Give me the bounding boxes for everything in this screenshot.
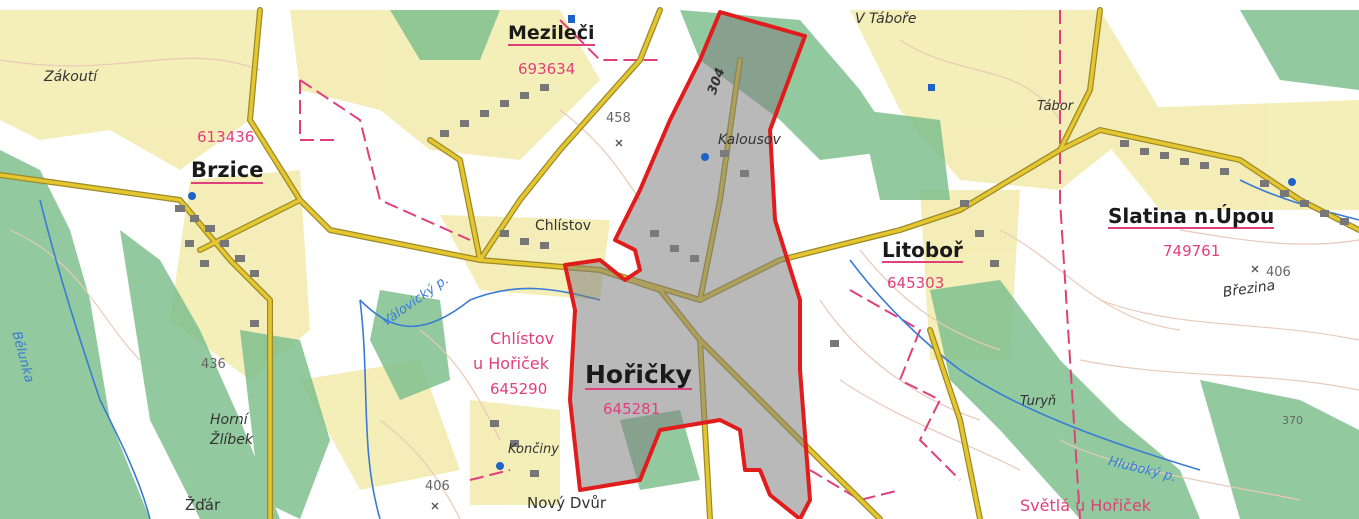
cadastre-name-svetla: Světlá u Hořiček xyxy=(1020,496,1152,515)
place-v-tabore: V Táboře xyxy=(855,11,917,27)
buildings-layer xyxy=(175,84,1349,477)
place-horni-zlibek-line2: Žlíbek xyxy=(210,432,253,448)
town-name-horicky: Hořičky xyxy=(585,360,692,390)
elevation-370: 370 xyxy=(1282,414,1303,427)
town-name-slatina: Slatina n.Úpou xyxy=(1108,204,1275,229)
cadastre-code-mezileci: 693634 xyxy=(518,60,576,78)
cadastre-code-litobor: 645303 xyxy=(887,274,945,292)
place-turyn: Turyň xyxy=(1020,394,1057,409)
cadastre-code-slatina: 749761 xyxy=(1163,242,1221,260)
point-markers xyxy=(188,15,1296,470)
contour-layer xyxy=(0,39,1359,519)
cadastre-code-brzice: 613436 xyxy=(197,128,255,146)
elevation-406-brezina: 406 xyxy=(1266,265,1291,280)
cadastre-name-chlistov-line2: u Hořiček xyxy=(473,354,549,373)
town-name-mezileci: Mezileči xyxy=(508,22,595,46)
place-tabor: Tábor xyxy=(1037,99,1074,114)
elevation-406-zdar: 406 xyxy=(425,479,450,494)
elevation-458: 458 xyxy=(606,111,631,126)
place-chlistov: Chlístov xyxy=(535,218,592,234)
elevation-436: 436 xyxy=(201,357,226,372)
cadastre-name-chlistov-line1: Chlístov xyxy=(490,329,555,348)
cadastre-code-horicky: 645281 xyxy=(603,400,661,418)
place-novy-dvur: Nový Dvůr xyxy=(527,494,607,512)
horicky-cadastre-highlight[interactable] xyxy=(563,10,812,519)
stream-layer xyxy=(39,179,1359,519)
cadastral-boundaries xyxy=(299,10,1081,519)
place-konciny: Končiny xyxy=(508,442,559,457)
summit-markers xyxy=(431,139,1259,510)
cadastre-code-chlistov: 645290 xyxy=(490,380,548,398)
town-name-brzice: Brzice xyxy=(191,158,264,184)
place-horni-zlibek-line1: Horní xyxy=(210,412,248,428)
place-zakouti: Zákoutí xyxy=(44,69,98,85)
place-zdar: Žďár xyxy=(185,496,221,514)
place-kalousov: Kalousov xyxy=(718,132,781,148)
town-name-litobor: Litoboř xyxy=(882,238,963,263)
